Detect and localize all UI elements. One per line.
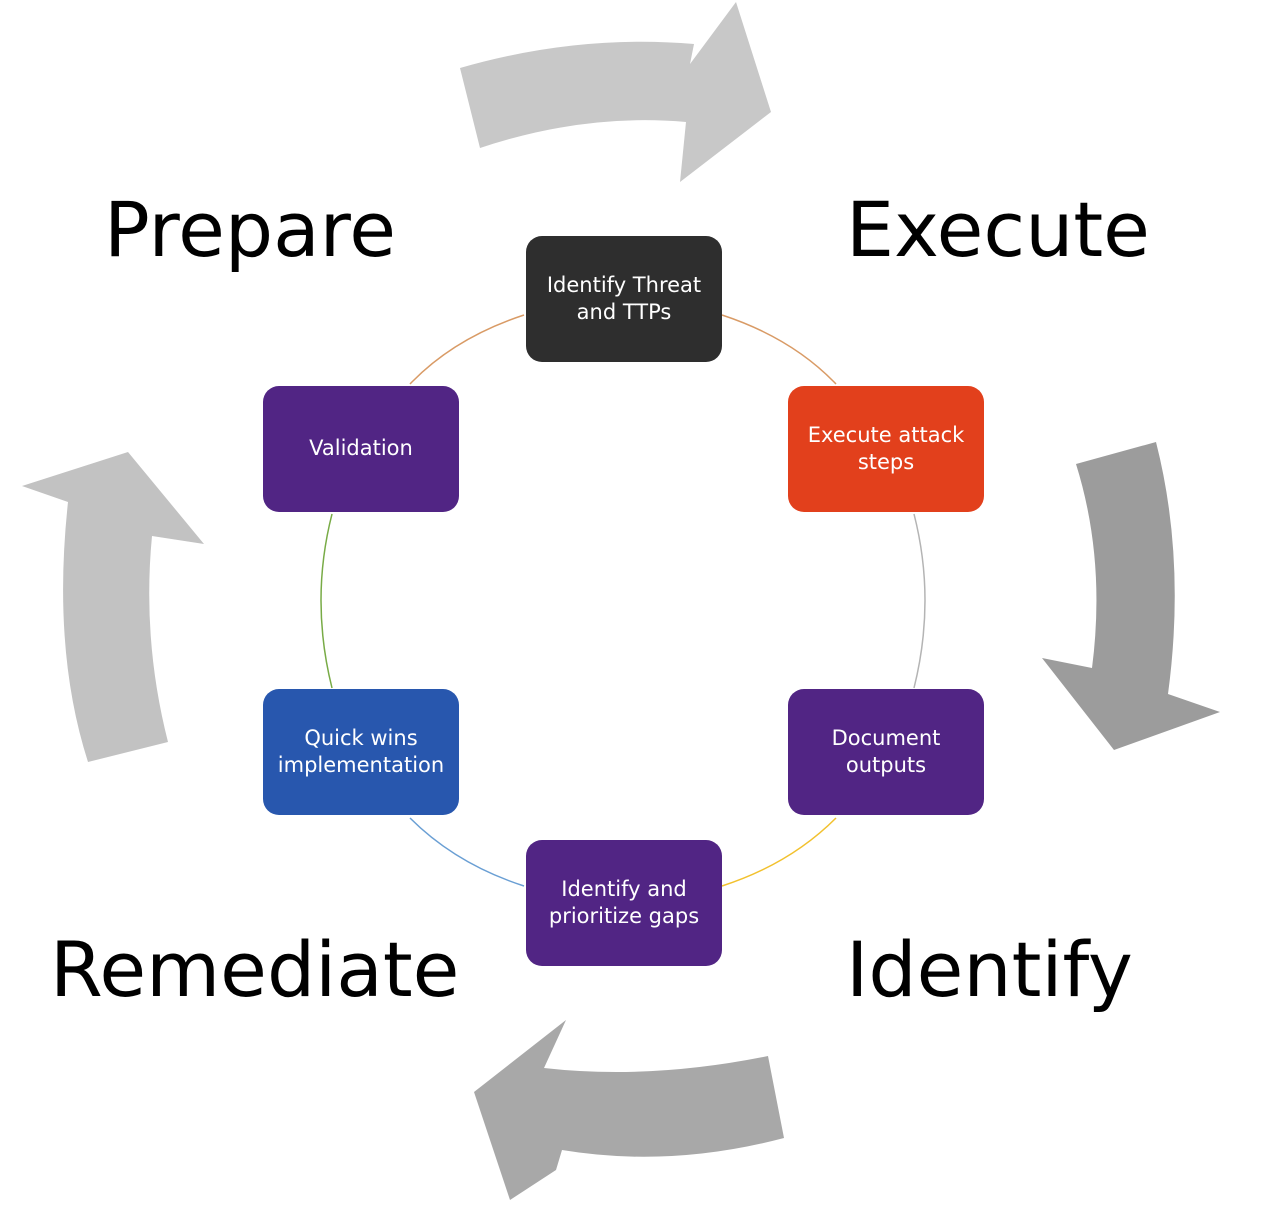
step-identify-threat: Identify Threat and TTPs [526,236,722,362]
phase-label-identify: Identify [846,925,1133,1014]
connector-arc-left [320,513,333,689]
connector-arc-top-left [409,314,525,385]
cycle-arrow-right [1042,442,1220,750]
connector-arc-bottom-left [409,817,525,887]
step-label: Validation [309,436,413,461]
step-validation: Validation [263,386,459,512]
step-label: Identify Threat and TTPs [546,272,702,324]
cycle-arrow-bottom [474,1020,784,1200]
step-document-outputs: Document outputs [788,689,984,815]
step-quick-wins: Quick wins implementation [263,689,459,815]
step-execute-attack: Execute attack steps [788,386,984,512]
connector-arc-right [913,513,926,689]
step-label: Identify and prioritize gaps [548,876,700,928]
cycle-arrow-top [460,2,771,182]
step-label: Execute attack steps [807,422,965,474]
step-identify-gaps: Identify and prioritize gaps [526,840,722,966]
phase-label-execute: Execute [846,185,1150,274]
phase-label-prepare: Prepare [104,185,396,274]
connector-arc-top-right [721,314,837,385]
phase-label-remediate: Remediate [50,925,460,1014]
cycle-arrow-left [22,452,204,762]
step-label: Quick wins implementation [277,725,445,777]
connector-arc-bottom-right [721,817,837,887]
step-label: Document outputs [831,725,941,777]
